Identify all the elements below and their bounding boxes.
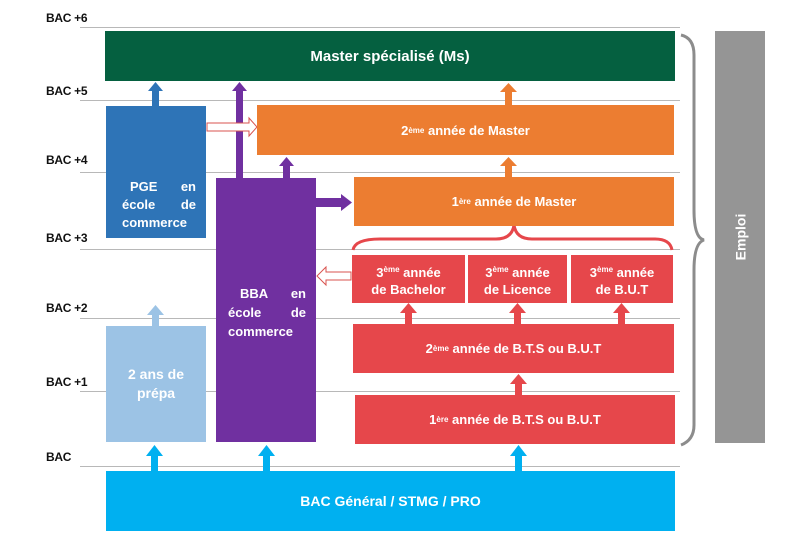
- arrow-bba-to-master2: [279, 157, 294, 180]
- brace-third-year: [351, 224, 674, 251]
- box-master-specialise: Master spécialisé (Ms): [105, 31, 675, 81]
- but3-line-1: année: [613, 264, 655, 280]
- arrow-bts2-to-licence: [509, 303, 526, 324]
- arrow-pge-to-master2: [206, 116, 258, 138]
- level-label-bac6: BAC +6: [46, 11, 88, 25]
- master1-sup: ère: [458, 197, 471, 206]
- arrow-bac-to-bts1: [510, 445, 527, 472]
- bachelor3-line-1: année: [399, 264, 441, 280]
- level-line-bac: [80, 466, 680, 467]
- bba-word-1: BBA: [240, 286, 269, 301]
- bba-word-5: commerce: [228, 324, 294, 339]
- box-bachelor3: 3ème année de Bachelor: [352, 255, 465, 303]
- master1-num: 1: [451, 194, 459, 209]
- pge-word-5: commerce: [122, 215, 188, 230]
- arrow-bts2-to-bachelor: [400, 303, 417, 324]
- emploi-label: Emploi: [731, 213, 748, 261]
- bba-word-3: école: [228, 305, 262, 320]
- but3-num: 3: [589, 264, 598, 280]
- level-line-bac5: [80, 100, 680, 101]
- licence3-num: 3: [485, 264, 493, 280]
- bachelor3-line-2: de Bachelor: [371, 281, 446, 297]
- pge-word-4: de: [180, 197, 196, 212]
- arrow-bba-to-master1: [316, 194, 352, 211]
- arrow-bachelor-to-bba: [316, 265, 352, 287]
- level-label-bac1: BAC +1: [46, 375, 88, 389]
- box-bba: BBA en école de commerce: [216, 178, 316, 442]
- pge-word-2: en: [180, 179, 196, 194]
- master2-num: 2: [401, 122, 409, 138]
- box-emploi: Emploi: [715, 31, 765, 443]
- box-licence3: 3ème année de Licence: [468, 255, 567, 303]
- level-line-bac3: [80, 249, 680, 250]
- but3-line-2: de B.U.T: [595, 281, 649, 297]
- arrow-master1-to-master2: [500, 157, 517, 178]
- arrow-master2-to-ms: [500, 83, 517, 105]
- level-label-bac2: BAC +2: [46, 301, 88, 315]
- level-line-bac2: [80, 318, 680, 319]
- prepa-line-1: 2 ans de: [127, 366, 185, 382]
- bts1-text: année de B.T.S ou B.U.T: [448, 412, 601, 427]
- master2-sup: ème: [408, 125, 425, 135]
- arrow-bba-to-ms: [232, 82, 247, 180]
- bts2-text: année de B.T.S ou B.U.T: [448, 341, 602, 356]
- bts2-num: 2: [425, 341, 433, 356]
- level-line-bac1: [80, 391, 680, 392]
- prepa-line-2: prépa: [136, 385, 176, 401]
- bachelor3-num: 3: [376, 264, 384, 280]
- but3-sup: ème: [597, 264, 614, 274]
- level-line-bac4: [80, 172, 680, 173]
- bac-label: BAC Général / STMG / PRO: [300, 493, 481, 509]
- bts1-sup: ère: [436, 415, 449, 424]
- level-label-bac4: BAC +4: [46, 153, 88, 167]
- arrow-prepa-to-pge: [147, 305, 164, 326]
- level-label-bac3: BAC +3: [46, 231, 88, 245]
- licence3-sup: ème: [492, 264, 509, 274]
- level-line-bac6: [80, 27, 680, 28]
- arrow-pge-to-ms: [148, 82, 163, 106]
- box-bac: BAC Général / STMG / PRO: [106, 471, 675, 531]
- bba-word-2: en: [290, 286, 306, 301]
- brace-emploi: [680, 33, 705, 447]
- master-specialise-label: Master spécialisé (Ms): [310, 47, 470, 65]
- box-pge: PGE en école de commerce: [106, 106, 206, 238]
- licence3-line-1: année: [508, 264, 550, 280]
- level-label-bac5: BAC +5: [46, 84, 88, 98]
- licence3-line-2: de Licence: [483, 281, 552, 297]
- pge-word-3: école: [122, 197, 156, 212]
- bba-word-4: de: [290, 305, 306, 320]
- bts1-num: 1: [429, 412, 437, 427]
- arrow-bts2-to-but: [613, 303, 630, 324]
- bts2-sup: ème: [432, 344, 449, 353]
- level-label-bac: BAC: [46, 450, 72, 464]
- master1-text: année de Master: [470, 194, 577, 209]
- arrow-bts1-to-bts2: [510, 374, 527, 395]
- arrow-bac-to-bba: [258, 445, 275, 472]
- master2-text: année de Master: [424, 122, 530, 138]
- pge-word-1: PGE: [130, 179, 158, 194]
- box-but3: 3ème année de B.U.T: [571, 255, 673, 303]
- box-prepa: 2 ans de prépa: [106, 326, 206, 442]
- arrow-bac-to-prepa: [146, 445, 163, 472]
- bachelor3-sup: ème: [383, 264, 400, 274]
